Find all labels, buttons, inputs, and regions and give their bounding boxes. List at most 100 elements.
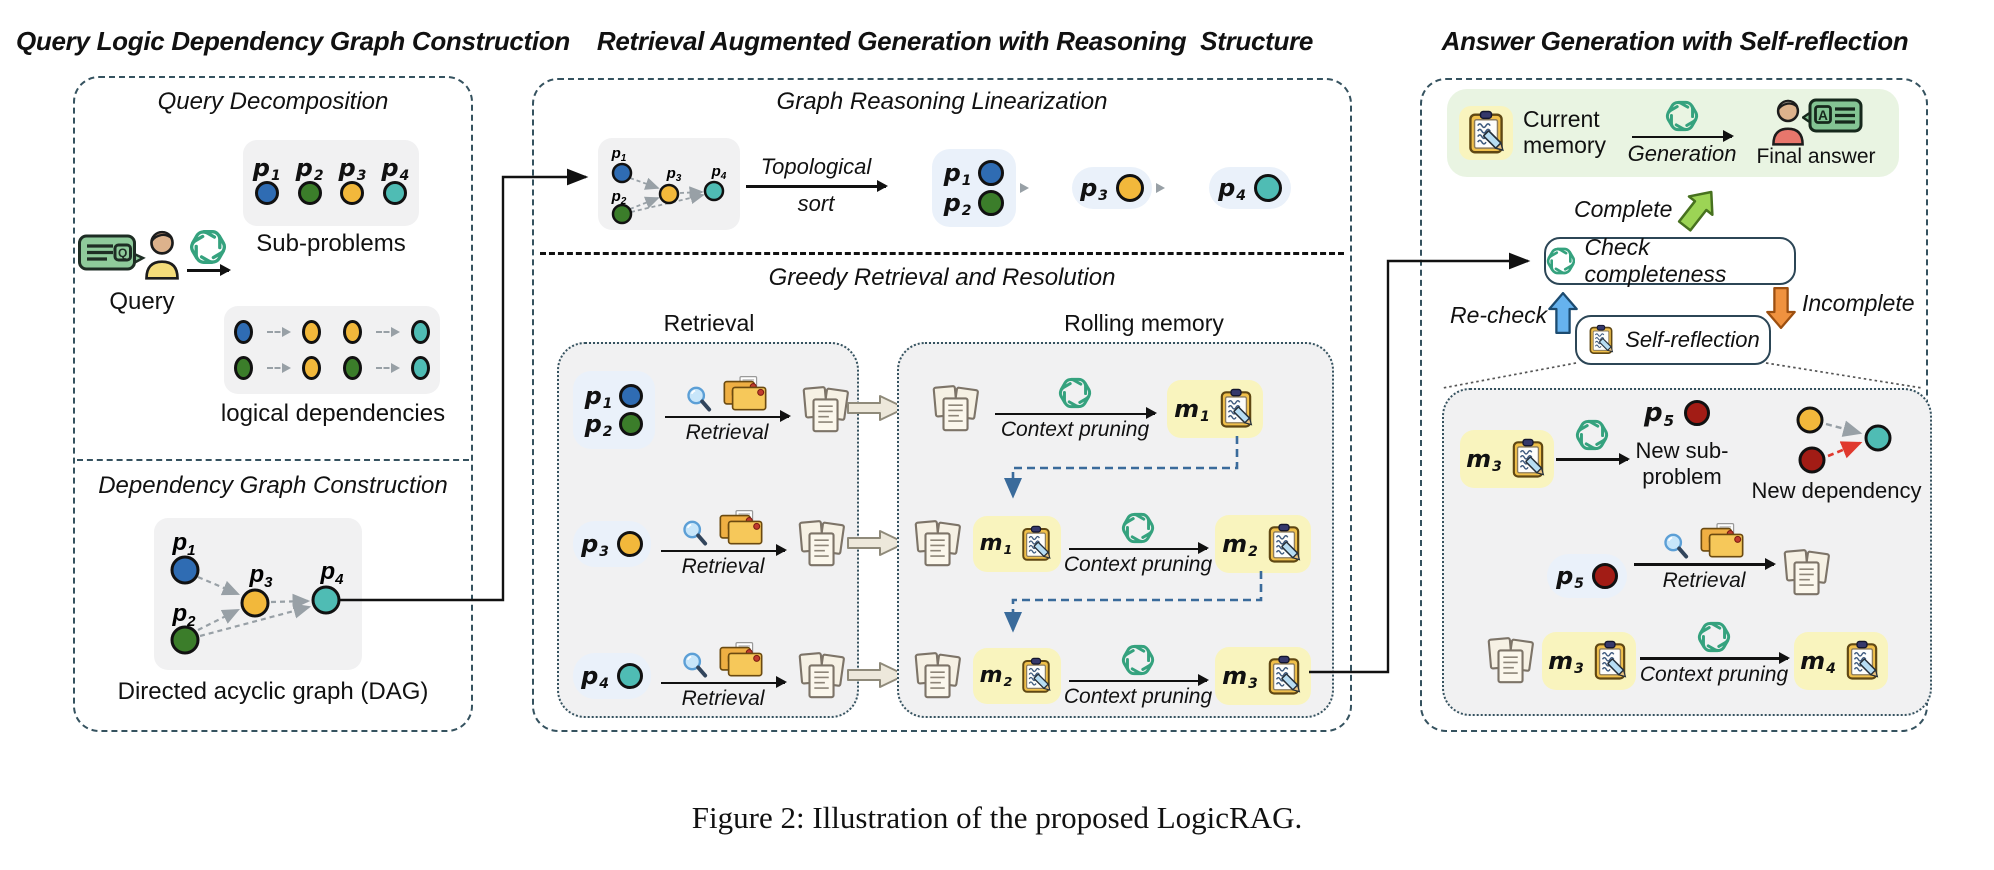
dag-box: p1 p2 p3 p4 — [154, 518, 362, 670]
p4-node — [1253, 174, 1282, 202]
folder-documents-icon — [719, 509, 763, 545]
middle-divider — [540, 252, 1344, 255]
memory-row-2: m1 Context pruning m2 — [911, 502, 1311, 586]
final-answer-label: Final answer — [1756, 144, 1876, 168]
openai-logo-icon — [1575, 418, 1609, 452]
m3-memory-pill: m3 — [1215, 647, 1311, 705]
logical-dependencies-box — [224, 306, 440, 394]
query-group: Q Query — [77, 224, 241, 315]
retrieval-row-1: p1 p2 Retrieval — [573, 366, 853, 454]
new-subproblem-caption: New sub- problem — [1635, 438, 1729, 489]
documents-icon — [798, 651, 846, 699]
order-group-2: p3 — [1072, 167, 1152, 209]
figure-caption: Figure 2: Illustration of the proposed L… — [691, 800, 1303, 835]
memory-clipboard-icon — [1594, 640, 1629, 681]
check-completeness-box: Check completeness — [1544, 234, 1796, 287]
p3-label: p3 — [1080, 174, 1108, 205]
p1-node — [619, 384, 644, 408]
query-to-subproblems-arrow — [187, 264, 231, 275]
memory-clipboard-icon — [1022, 525, 1054, 562]
p3-node — [658, 183, 680, 205]
retrieval-arrow-unit: Retrieval — [1634, 522, 1776, 593]
p5-node — [1684, 400, 1711, 426]
greedy-title: Greedy Retrieval and Resolution — [768, 264, 1116, 291]
complete-arrow-icon — [1670, 180, 1727, 238]
order-item-p1: p1 — [943, 159, 1005, 190]
p1-node — [234, 320, 253, 344]
context-pruning-arrow — [1069, 675, 1209, 686]
p5-label: p5 — [1644, 398, 1675, 430]
search-icon — [1663, 532, 1689, 559]
user-icon — [145, 230, 179, 280]
p4-label: p4 — [319, 558, 344, 588]
section-divider — [77, 459, 469, 461]
memory-clipboard-icon — [1589, 324, 1616, 355]
check-completeness-label: Check completeness — [1584, 234, 1727, 287]
retrieval-arrow-unit: Retrieval — [665, 375, 791, 446]
folder-documents-icon — [723, 375, 767, 411]
reflection-llm-arrow-unit — [1556, 418, 1630, 464]
recheck-label: Re-check — [1450, 302, 1548, 328]
logical-dependencies-caption: logical dependencies — [220, 400, 446, 427]
openai-logo-icon — [1121, 510, 1155, 545]
memory-clipboard-icon — [1268, 523, 1303, 564]
retrieval-row-3: p4 Retrieval — [573, 636, 849, 716]
middle-panel-title: Retrieval Augmented Generation with Reas… — [596, 26, 1314, 56]
search-icon — [682, 651, 708, 678]
generation-arrow-unit: Generation — [1628, 98, 1736, 168]
memory-clipboard-icon — [1268, 655, 1303, 696]
dependency-graph-title: Dependency Graph Construction — [98, 472, 448, 499]
m4-memory-pill: m4 — [1794, 632, 1888, 690]
openai-logo-icon — [1697, 620, 1731, 654]
documents-icon — [802, 385, 850, 433]
memory-clipboard-icon — [1022, 657, 1054, 694]
retrieval-arrow-unit: Retrieval — [661, 509, 787, 580]
self-reflection-label: Self-reflection — [1625, 327, 1760, 352]
query-decomposition-title: Query Decomposition — [157, 88, 389, 115]
current-memory-label: Current memory — [1523, 106, 1607, 158]
retrieval-arrow — [1634, 558, 1776, 569]
recheck-arrow-icon — [1548, 286, 1578, 340]
m2-memory-pill: m2 — [1215, 515, 1311, 573]
dependency-row — [234, 320, 430, 344]
memory-row-1: Context pruning m1 — [929, 364, 1263, 454]
p2-node — [619, 412, 644, 436]
dependency-arrow — [375, 363, 401, 373]
generation-strip: Current memory Generation A Fi — [1447, 89, 1899, 177]
complete-branch: Complete — [1574, 186, 1716, 232]
p1-node — [254, 181, 279, 205]
memory-row-3: m2 Context pruning m3 — [911, 634, 1311, 718]
documents-icon — [798, 519, 846, 567]
subproblem-p4: p4 — [381, 156, 409, 210]
p4-node — [411, 356, 430, 380]
self-reflection-box: Self-reflection — [1575, 315, 1771, 365]
p4-node — [1864, 424, 1892, 452]
incomplete-label: Incomplete — [1802, 290, 1915, 316]
p3-pill: p3 — [573, 521, 651, 567]
generation-arrow — [1632, 131, 1734, 142]
p3-node — [342, 320, 362, 344]
documents-icon — [914, 519, 962, 567]
p4-node — [383, 181, 408, 205]
p3-node — [340, 181, 365, 205]
m3-memory-pill: m3 — [1542, 632, 1636, 690]
final-answer-group: A Final answer — [1745, 98, 1887, 169]
left-panel-title: Query Logic Dependency Graph Constructio… — [16, 26, 571, 56]
openai-logo-icon — [1058, 375, 1092, 410]
p3-node — [616, 531, 643, 557]
dag-caption: Directed acyclic graph (DAG) — [117, 678, 429, 705]
context-pruning-unit: Context pruning — [1064, 642, 1212, 710]
p4-node — [703, 180, 725, 202]
memory-clipboard-icon — [1220, 388, 1255, 429]
m2-memory-pill: m2 — [973, 648, 1061, 704]
p2-node — [170, 625, 200, 655]
p2-node — [342, 356, 362, 380]
p1-label: p1 — [943, 159, 972, 190]
svg-text:Q: Q — [118, 246, 127, 260]
p1-p2-pill: p1 p2 — [573, 371, 655, 449]
retrieval-arrow — [661, 677, 787, 688]
new-dependency-caption: New dependency — [1751, 478, 1922, 503]
retrieval-arrow-label: Retrieval — [681, 555, 765, 579]
context-pruning-label: Context pruning — [1063, 553, 1213, 577]
